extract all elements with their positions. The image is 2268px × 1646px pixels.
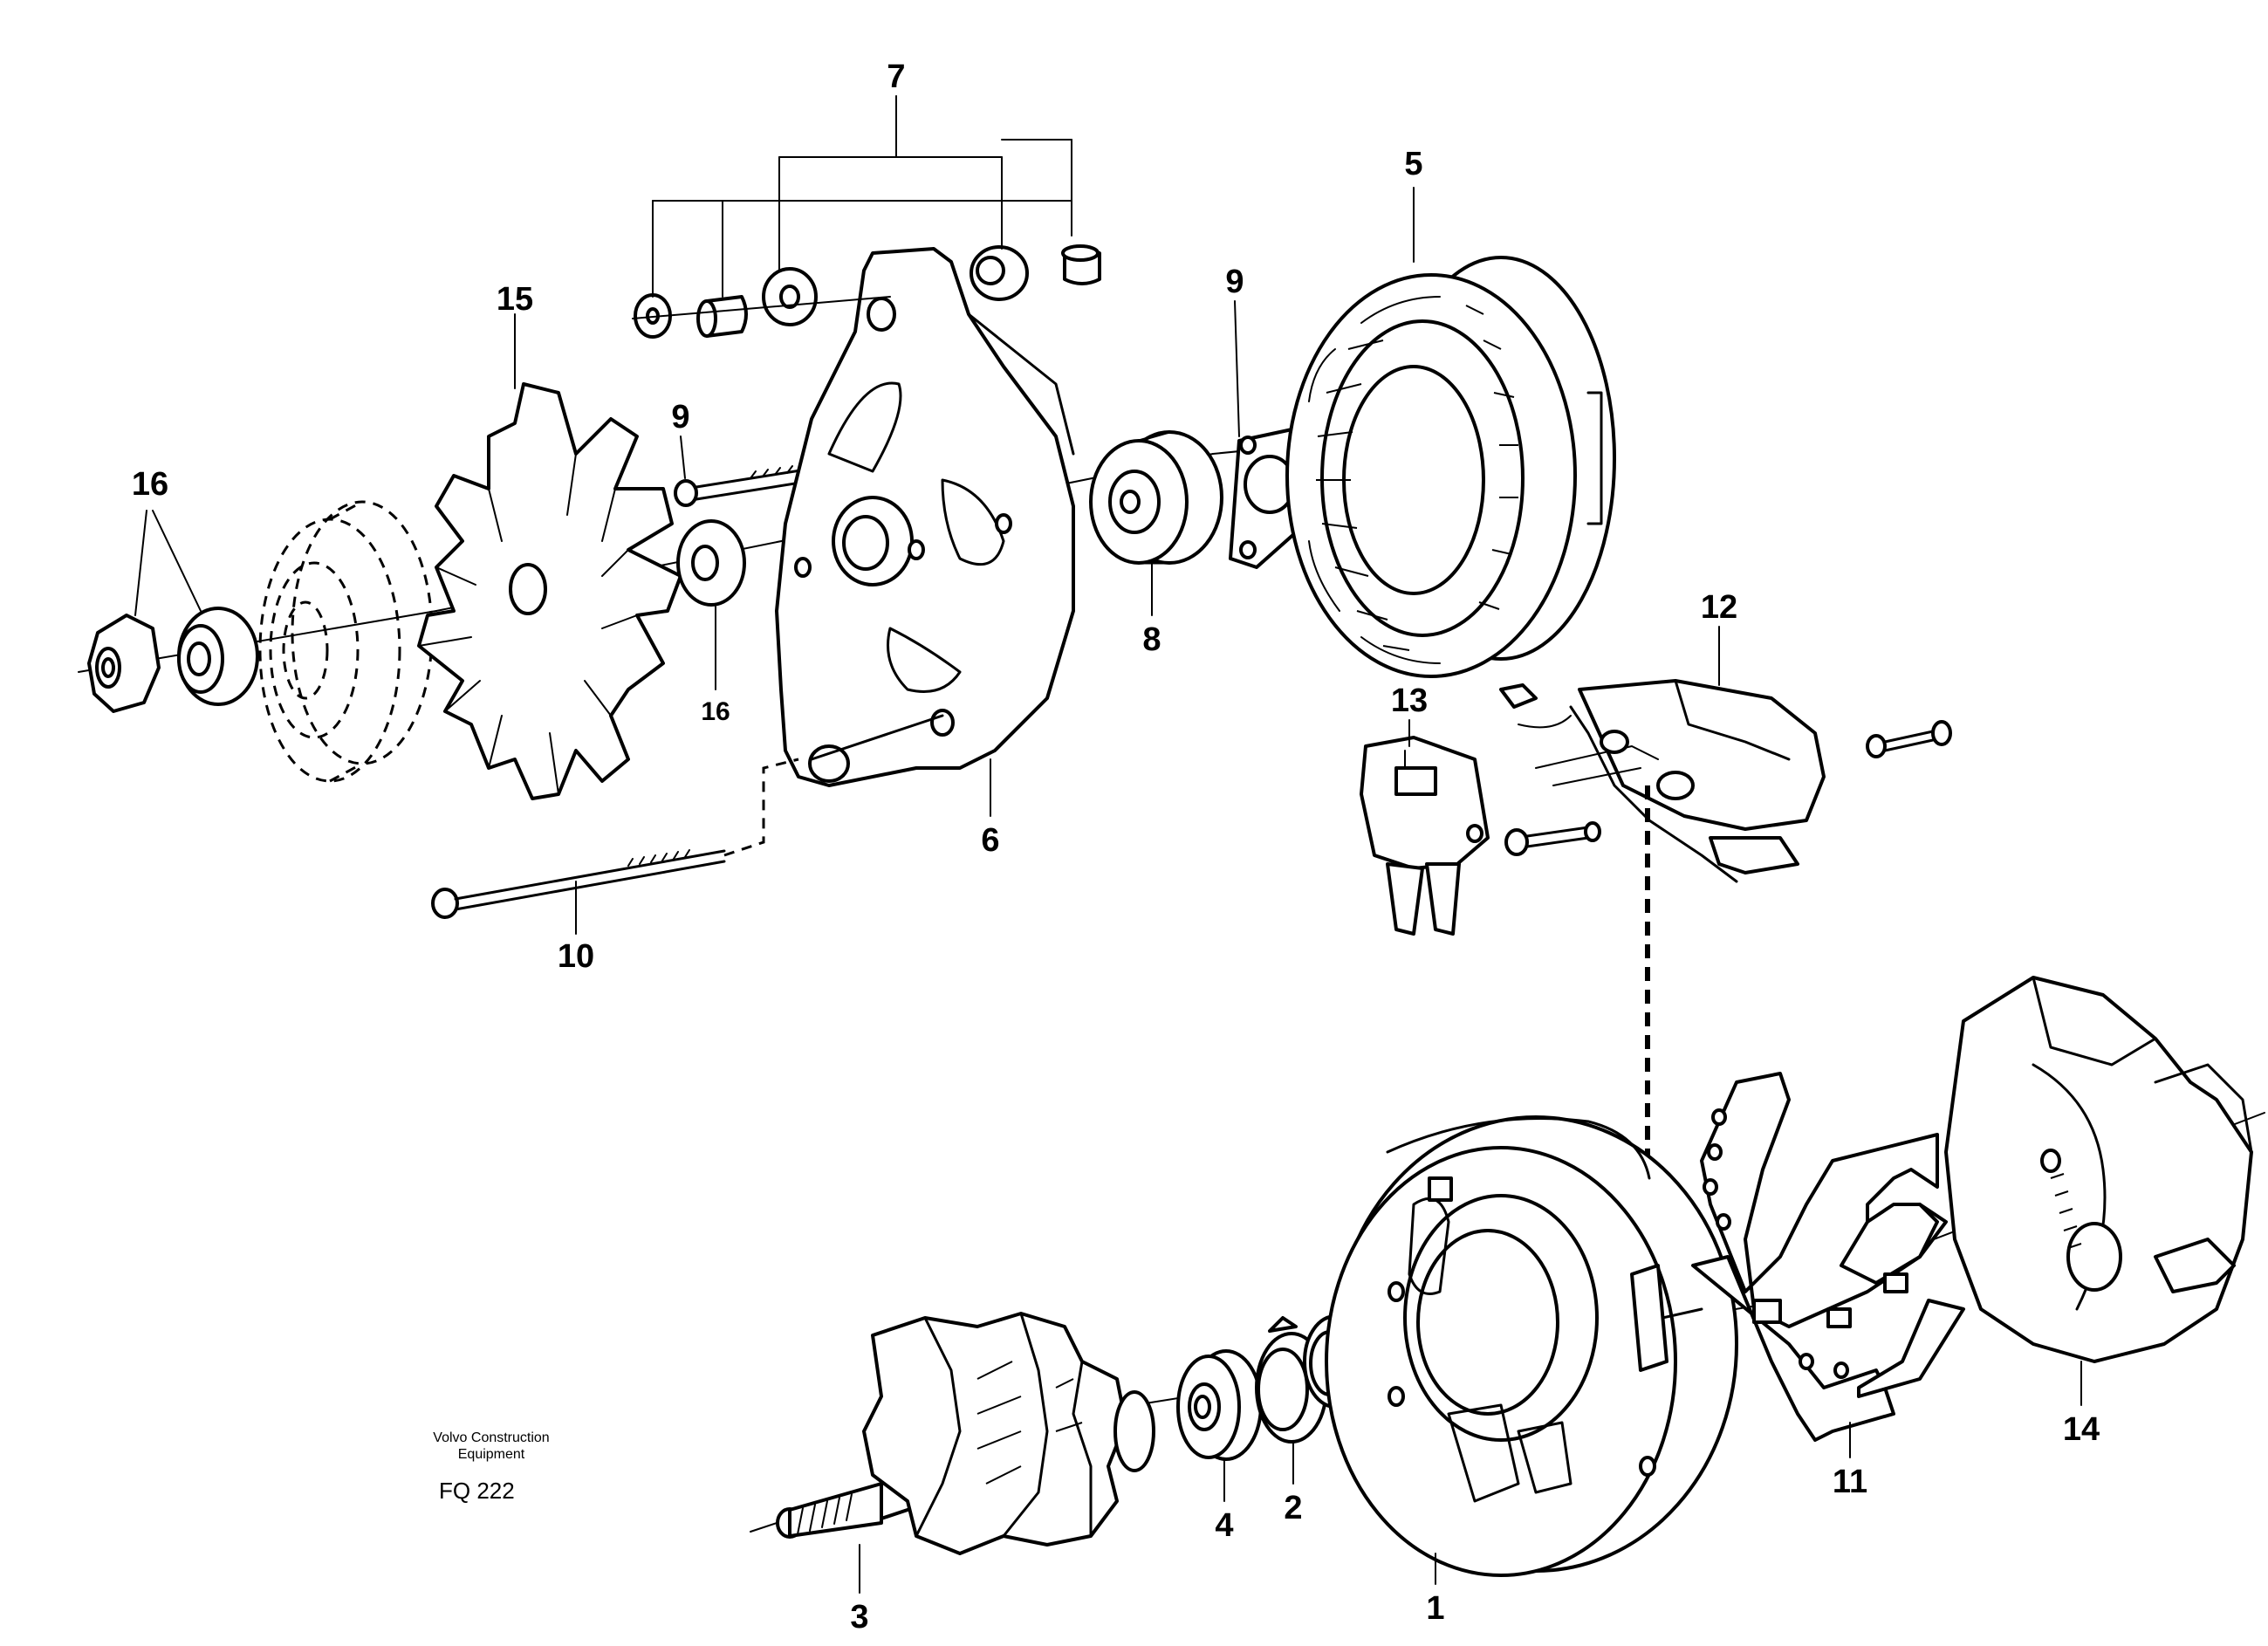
- part-8-bearing: [1089, 430, 1223, 565]
- callout-2: 2: [1284, 1490, 1302, 1526]
- part-15-fan: [417, 382, 682, 800]
- callout-16-nut: 16: [132, 466, 168, 503]
- leader-lines: [134, 95, 2082, 1594]
- part-16-nut: [87, 614, 161, 713]
- part-13-screw: [1504, 821, 1601, 856]
- callout-7: 7: [887, 58, 905, 95]
- callout-15: 15: [497, 281, 533, 318]
- part-1-end-shield: [1325, 1115, 1738, 1577]
- callout-1: 1: [1426, 1590, 1444, 1627]
- part-11-rectifier: [1691, 1072, 1965, 1442]
- callout-3: 3: [850, 1599, 868, 1636]
- part-16-spacer: [676, 519, 746, 607]
- callout-5: 5: [1404, 146, 1422, 182]
- callout-16-spacer: 16: [701, 697, 730, 726]
- part-3-rotor: [776, 1312, 1155, 1555]
- part-14-end-cover: [1944, 976, 2253, 1363]
- part-16-washer: [177, 607, 259, 706]
- callout-12: 12: [1701, 589, 1737, 626]
- caption-company-line1: Volvo Construction: [433, 1430, 549, 1445]
- part-6-drive-end-shield: [775, 247, 1075, 787]
- part-7-bushing-set: [632, 244, 1101, 339]
- part-12-brush-holder: [1499, 679, 1826, 883]
- callout-6: 6: [981, 822, 999, 859]
- pulley-outline: [258, 500, 434, 783]
- caption-figure-code: FQ 222: [439, 1478, 515, 1504]
- part-13-regulator: [1360, 736, 1490, 936]
- callout-9-plate: 9: [1225, 264, 1244, 300]
- callout-13: 13: [1391, 682, 1428, 719]
- part-4-bearing: [1176, 1349, 1263, 1461]
- part-10-through-bolt: [431, 758, 799, 919]
- callout-10: 10: [558, 938, 594, 975]
- callout-11: 11: [1833, 1464, 1867, 1500]
- callout-8: 8: [1142, 621, 1161, 658]
- callout-4: 4: [1215, 1507, 1233, 1544]
- callout-9-screw: 9: [671, 399, 689, 436]
- part-5-stator: [1285, 256, 1616, 678]
- caption-company-line2: Equipment: [458, 1447, 525, 1462]
- callout-14: 14: [2063, 1411, 2100, 1448]
- part-12-screw: [1866, 720, 1952, 758]
